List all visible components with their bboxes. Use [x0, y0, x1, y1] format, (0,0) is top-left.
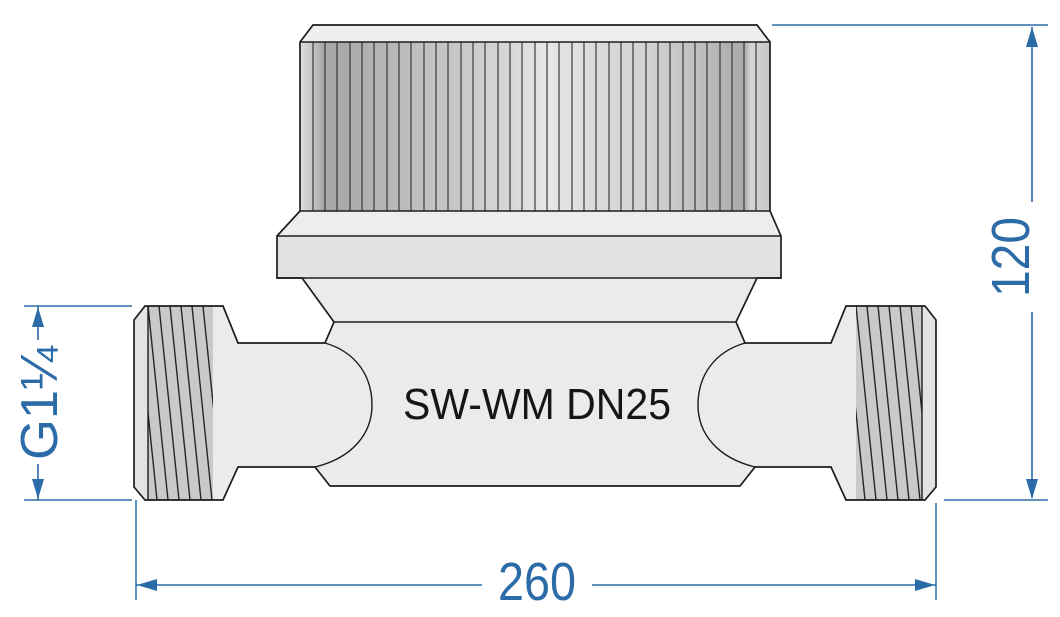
cap-top-face	[300, 25, 770, 42]
ring-collar	[277, 211, 781, 236]
height-arrow-up	[1026, 27, 1038, 47]
length-arrow-left	[137, 579, 157, 591]
right-chamber-arc	[697, 342, 756, 468]
meter-body: SW-WM DN25	[133, 24, 937, 501]
right-thread-surface	[856, 306, 922, 500]
right-thread-hatching	[856, 306, 922, 500]
length-dimension-label: 260	[498, 552, 576, 612]
part-edge-lines	[147, 41, 923, 500]
length-arrow-right	[915, 579, 935, 591]
height-arrow-down	[1026, 479, 1038, 499]
height-dimension-label: 120	[981, 217, 1041, 297]
knurl-ridges	[312, 42, 757, 211]
register-ring	[277, 236, 781, 278]
left-thread-connector	[134, 306, 213, 500]
dimension-thread: G1¼	[11, 305, 132, 501]
product-label: SW-WM DN25	[403, 380, 671, 429]
dimension-height: 120	[772, 24, 1048, 501]
left-thread-hatching	[148, 306, 213, 500]
thread-arrow-up	[32, 307, 44, 327]
left-chamber-arc	[314, 342, 373, 468]
thread-arrow-down	[32, 479, 44, 499]
thread-dimension-label: G1¼	[11, 345, 69, 460]
right-thread-connector	[856, 306, 936, 500]
dimension-length: 260	[135, 500, 937, 612]
left-thread-end-face	[134, 306, 148, 500]
right-thread-end-face	[922, 306, 936, 500]
meter-outline	[133, 24, 937, 501]
